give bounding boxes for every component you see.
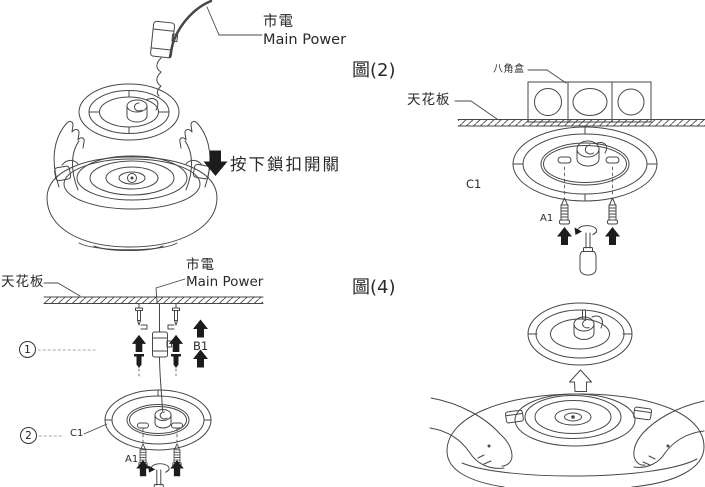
power-cord <box>168 0 213 59</box>
lamp-body-fig4 <box>446 393 705 487</box>
figure4-caption: 圖(4) <box>352 277 396 298</box>
fig2-ceiling-mount-illustration <box>454 69 705 276</box>
latch-tab-left <box>505 409 524 424</box>
screwdriver-icon <box>150 469 168 487</box>
latch-tab-left <box>54 165 72 182</box>
step-1-number: 1 <box>24 343 31 356</box>
a1-ref-2: A1 <box>125 454 139 465</box>
fig3-install-illustration <box>37 278 264 487</box>
slot-hole-left <box>137 422 149 429</box>
a1-ref-1: A1 <box>540 213 554 224</box>
mains-en-1: Main Power <box>263 32 347 49</box>
screwdriver-icon <box>579 232 597 276</box>
slot-hole-right <box>171 422 183 429</box>
quick-connector-fig4 <box>573 309 603 340</box>
lamp-body-fig1 <box>46 155 218 251</box>
mains-zh-1: 市電 <box>263 14 294 30</box>
leader-line-mains-2 <box>155 278 186 303</box>
leader-line-octagon-box <box>527 69 567 84</box>
wire-connector-fig3 <box>152 331 172 358</box>
screw-icon-a1-left <box>559 197 570 225</box>
wall-anchor-icon <box>133 353 145 369</box>
step-2-number: 2 <box>25 429 32 442</box>
quick-connector-fig3 <box>154 409 172 429</box>
mains-power-label-2: 市電 Main Power <box>186 257 263 291</box>
right-hand-fig4 <box>633 400 705 468</box>
power-wire-lower <box>159 356 163 412</box>
slot-hole-right <box>605 156 620 164</box>
b1-ref: B1 <box>193 339 209 353</box>
hanging-screw-icon <box>135 307 143 326</box>
ceiling-label-1: 天花板 <box>407 92 451 108</box>
up-arrow-icon <box>135 459 151 477</box>
mains-zh-2: 市電 <box>186 257 215 273</box>
octagon-box-illustration <box>527 81 652 123</box>
twisted-wire <box>156 57 162 97</box>
c1-ref-2: C1 <box>70 428 84 439</box>
mains-power-label-1: 市電 Main Power <box>263 13 346 49</box>
down-arrow-icon <box>203 150 228 176</box>
c1-ref-1: C1 <box>466 177 482 191</box>
figure2-caption: 圖(2) <box>352 60 396 81</box>
mains-en-2: Main Power <box>186 273 264 290</box>
quick-connector-fig1 <box>126 98 159 123</box>
press-latch-label: 按下鎖扣開關 <box>230 155 341 174</box>
up-arrow-icon <box>131 334 147 353</box>
mounting-plate-c1-fig2 <box>512 126 658 202</box>
ceiling-ring-fig4 <box>527 302 633 366</box>
mounting-plate-c1-fig3 <box>104 389 212 451</box>
hollow-up-arrow-icon <box>569 369 592 392</box>
step-2-marker: 2 <box>20 427 37 444</box>
rotate-arrow-icon <box>147 463 170 474</box>
anchor-assembly-right <box>167 303 184 379</box>
screw-icon-a1-right <box>607 197 618 225</box>
leader-line-ceiling-2 <box>43 282 81 297</box>
up-arrow-icon <box>556 226 573 246</box>
left-hand-fig4 <box>429 397 513 469</box>
leader-line-c1-2 <box>83 423 108 435</box>
b1-up-arrow-top <box>192 319 209 338</box>
fig4-attach-lamp-illustration <box>429 302 705 487</box>
latch-tab-right <box>633 406 652 421</box>
ceiling-hatch-2 <box>43 296 264 304</box>
left-hand-fig1 <box>53 121 85 191</box>
ceiling-label-2: 天花板 <box>1 274 45 290</box>
up-arrow-icon <box>169 459 185 477</box>
right-hand-fig1 <box>179 121 211 191</box>
hanging-screw-icon <box>172 307 180 326</box>
quick-connector-fig2 <box>576 140 608 167</box>
strain-relief-plug <box>150 20 179 59</box>
canopy-ring <box>78 83 180 141</box>
up-arrow-icon <box>604 226 621 246</box>
wall-anchor-icon <box>170 353 182 369</box>
octagon-box-label: 八角盒 <box>493 64 525 75</box>
ceiling-hatch-1 <box>457 119 705 127</box>
slot-hole-left <box>557 156 572 164</box>
up-arrow-icon <box>168 334 184 353</box>
step-1-marker: 1 <box>19 341 36 358</box>
fig1-lamp-cord-illustration <box>46 0 263 251</box>
leader-line-ceiling-1 <box>454 100 498 120</box>
latch-tab-right <box>192 163 210 180</box>
anchor-assembly-left <box>131 303 148 379</box>
leader-line-mains-1 <box>206 6 263 36</box>
